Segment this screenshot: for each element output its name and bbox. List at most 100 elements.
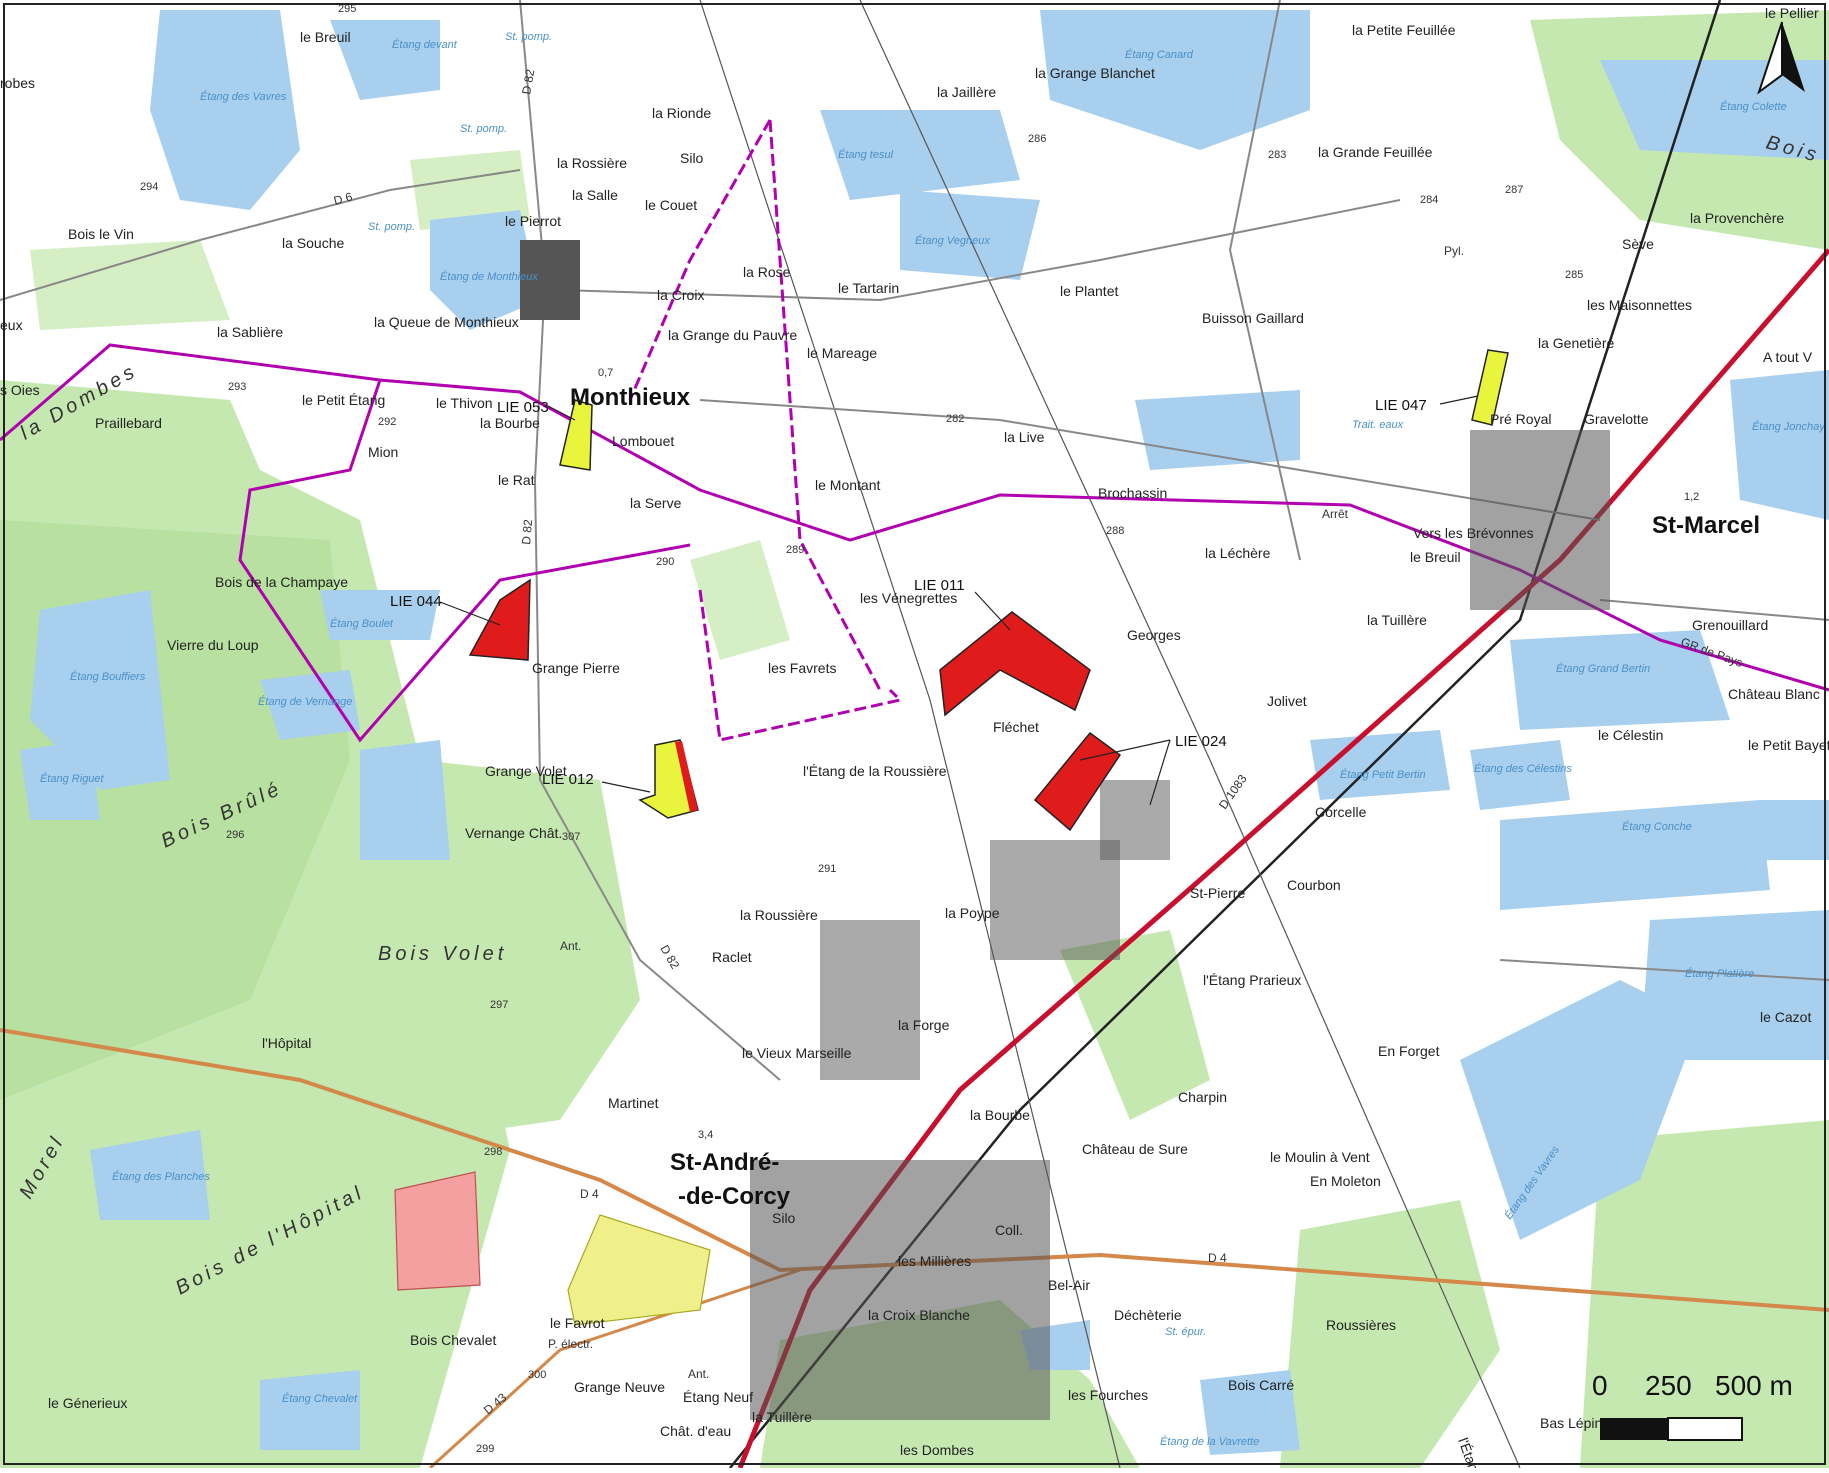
place-label: Pré Royal [1490,411,1551,427]
place-label: Château de Sure [1082,1141,1188,1157]
road-d4 [0,1028,1829,1312]
water-label: St. pomp. [505,31,552,43]
place-label: la Croix [657,287,704,303]
zone-label-lie-044: LIE 044 [390,593,442,610]
place-label: la Roussière [740,907,818,923]
altitude-label: 289 [786,544,804,556]
place-label: Bel-Air [1048,1277,1090,1293]
info-marker: 1,2 [1684,491,1699,503]
place-labels: le Breuil la Rionde la Grange Blanchet l… [0,5,1829,1473]
place-label: Grenouillard [1692,617,1768,633]
altitude-label: 299 [476,1443,494,1455]
water-label: St. pomp. [460,123,507,135]
zone-label-lie-012: LIE 012 [542,771,594,788]
place-label: Bois de la Champaye [215,574,348,590]
place-label: la Forge [898,1017,950,1033]
place-label: St-Pierre [1190,885,1245,901]
water-label: Étang de Monthieux [440,270,538,283]
zone-lie-053[interactable] [559,399,593,471]
town-st-marcel: St-Marcel [1652,512,1760,539]
place-label: Silo [772,1210,796,1226]
water-label: Étang Vegneux [915,234,990,247]
scale-bar: 0 250 500 m [1592,1370,1793,1441]
info-markers: 0,7 1,2 3,4 [598,367,1699,1141]
water-label: Étang de Vernange [258,695,352,708]
place-label: le Cazot [1760,1009,1811,1025]
altitude-label: 287 [1505,184,1523,196]
place-label: le Vieux Marseille [742,1045,852,1061]
place-label: Bas Lépine [1540,1415,1610,1431]
place-label: la Queue de Monthieux [374,314,519,330]
wood-label: Bois Volet [378,943,507,965]
water-label: Étang Petit Bertin [1340,768,1426,781]
water-label: St. épur. [1165,1326,1206,1338]
water-label: Étang devant [392,38,458,51]
place-label: Georges [1127,627,1181,643]
north-arrow-icon [1757,21,1805,95]
place-label: Praillebard [95,415,162,431]
place-label: la Genetière [1538,335,1614,351]
place-label: la Live [1004,429,1045,445]
place-label: le Moulin à Vent [1270,1149,1370,1165]
altitude-label: 292 [378,416,396,428]
place-label: l'Étang Prarieux [1203,972,1301,988]
town-st-andre-2: -de-Corcy [678,1183,791,1210]
scale-bar-white [1667,1417,1743,1441]
place-label: Jolivet [1267,693,1307,709]
place-label: l'Hôpital [262,1035,311,1051]
road-label: Ant. [688,1367,709,1381]
place-label: Château Blanc [1728,686,1820,702]
town-st-andre-1: St-André- [670,1149,779,1176]
place-label: Vers les Brévonnes [1413,525,1534,541]
place-label: la Grange Blanchet [1035,65,1155,81]
water-label: Étang Grand Bertin [1556,662,1650,675]
zone-yellow-sw [567,1214,711,1326]
zone-label-lie-024: LIE 024 [1175,733,1227,750]
place-label: Courbon [1287,877,1341,893]
altitude-labels: 295 294 292 290 289 288 287 286 285 284 … [140,3,1583,1455]
zone-lie-044[interactable] [468,578,531,661]
zone-lie-024[interactable] [1033,731,1122,832]
scale-bar-black [1600,1418,1668,1440]
altitude-label: 296 [226,829,244,841]
place-label: le Génerieux [48,1395,127,1411]
road-label: P. électr. [548,1337,593,1351]
altitude-label: 290 [656,556,674,568]
place-label: la Serve [630,495,682,511]
place-label: l'Étang de la Roussière [803,763,947,779]
place-label: le Couet [645,197,697,213]
place-label: la Rose [743,264,791,280]
place-label: les Dombes [900,1442,974,1458]
place-label: la Rionde [652,105,711,121]
altitude-label: 294 [140,181,158,193]
altitude-label: 285 [1565,269,1583,281]
zone-lie-011[interactable] [939,611,1091,717]
place-label: s Oies [0,382,40,398]
place-label: le Plantet [1060,283,1118,299]
place-label: Corcelle [1315,804,1367,820]
road-label: Pyl. [1444,244,1464,258]
place-label: Fléchet [993,719,1039,735]
place-label: Sève [1622,236,1654,252]
road-label: Ant. [560,939,581,953]
place-label: la Tuillère [752,1409,812,1425]
altitude-label: 298 [484,1146,502,1158]
info-marker: 0,7 [598,367,613,379]
place-label: le Thivon [436,395,493,411]
road-label: D 82 [519,518,535,545]
water-label: Étang tesul [838,148,894,161]
place-label: Bois le Vin [68,226,134,242]
place-label: la Jaillère [937,84,996,100]
place-label: En Forget [1378,1043,1440,1059]
place-label: la Rossière [557,155,627,171]
town-monthieux: Monthieux [570,384,691,411]
altitude-label: 282 [946,413,964,425]
place-label: robes [0,75,35,91]
altitude-label: 286 [1028,133,1046,145]
place-label: Étang Neuf [683,1389,753,1405]
place-label: le Pellier [1765,5,1819,21]
water-label: Trait. eaux [1352,419,1404,431]
water-label: Étang des Vavres [200,90,287,103]
